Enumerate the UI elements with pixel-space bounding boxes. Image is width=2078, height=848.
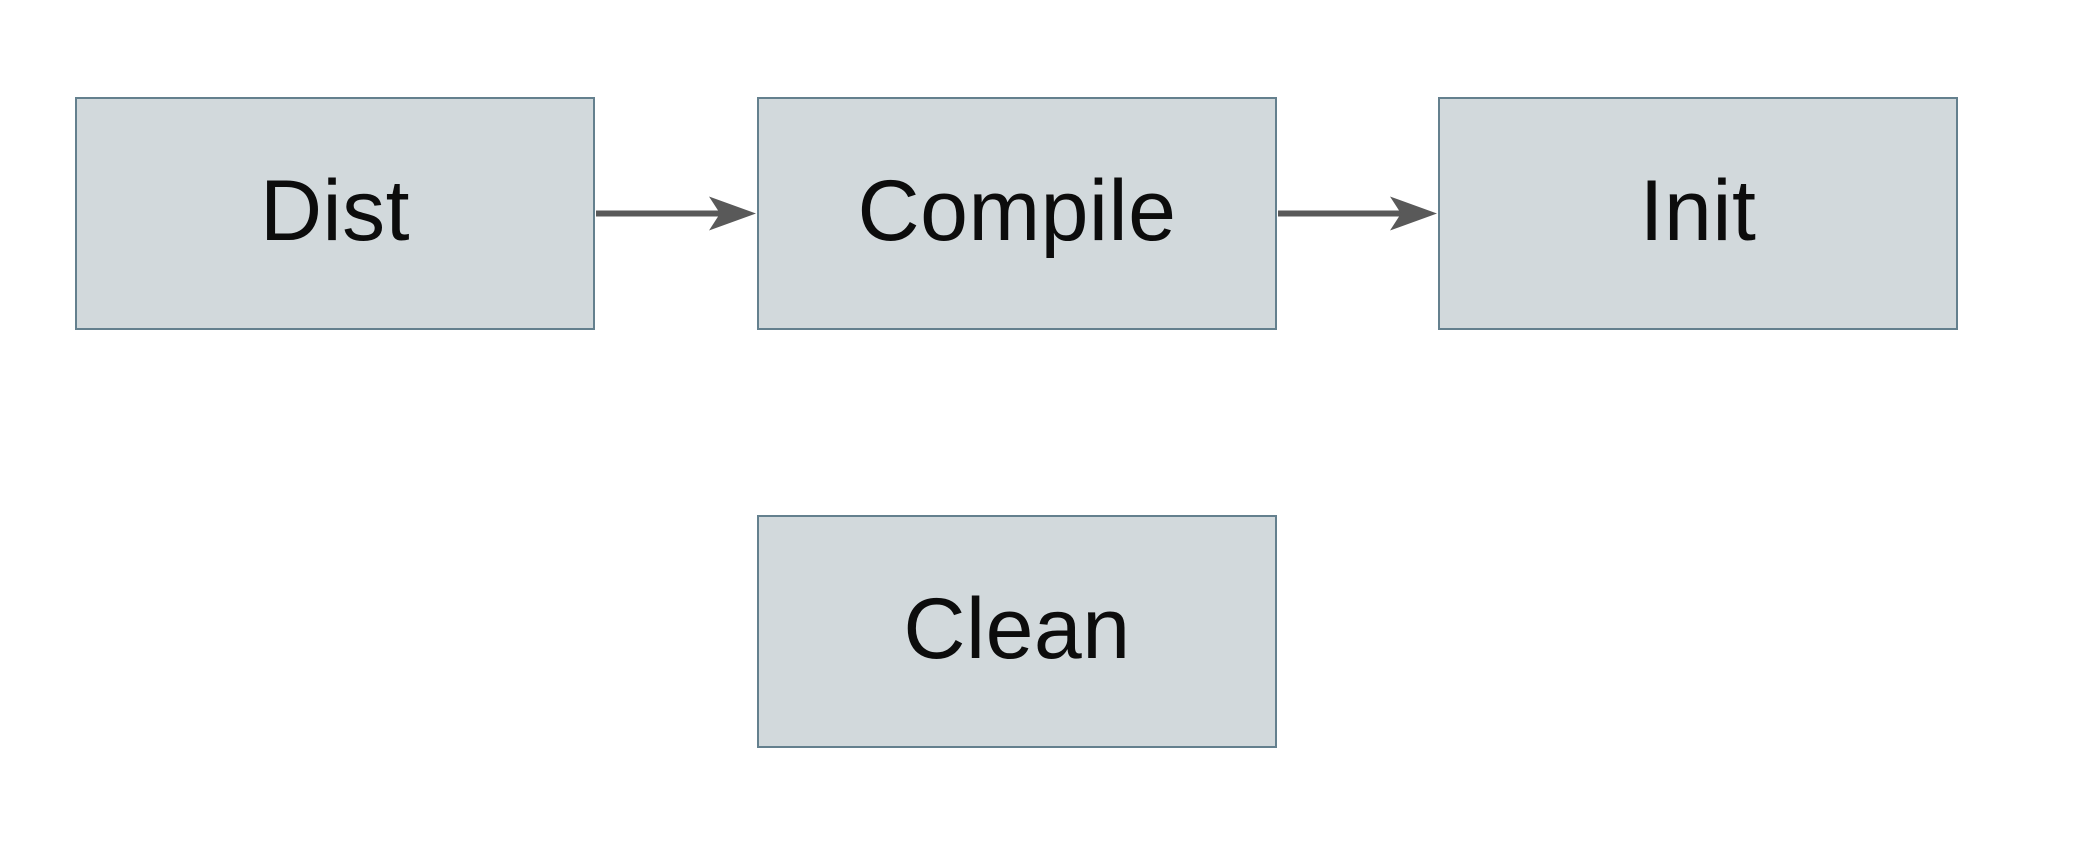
node-init[interactable]: Init [1438, 97, 1958, 330]
node-dist[interactable]: Dist [75, 97, 595, 330]
node-label: Dist [259, 162, 411, 259]
node-label: Compile [857, 162, 1177, 259]
arrow-right-icon [1390, 196, 1437, 231]
edge-dist-compile[interactable] [596, 196, 756, 231]
node-compile[interactable]: Compile [757, 97, 1277, 330]
node-label: Init [1639, 162, 1757, 259]
arrow-right-icon [709, 196, 756, 231]
edge-compile-init[interactable] [1278, 196, 1437, 231]
node-label: Clean [903, 580, 1131, 677]
node-clean[interactable]: Clean [757, 515, 1277, 748]
